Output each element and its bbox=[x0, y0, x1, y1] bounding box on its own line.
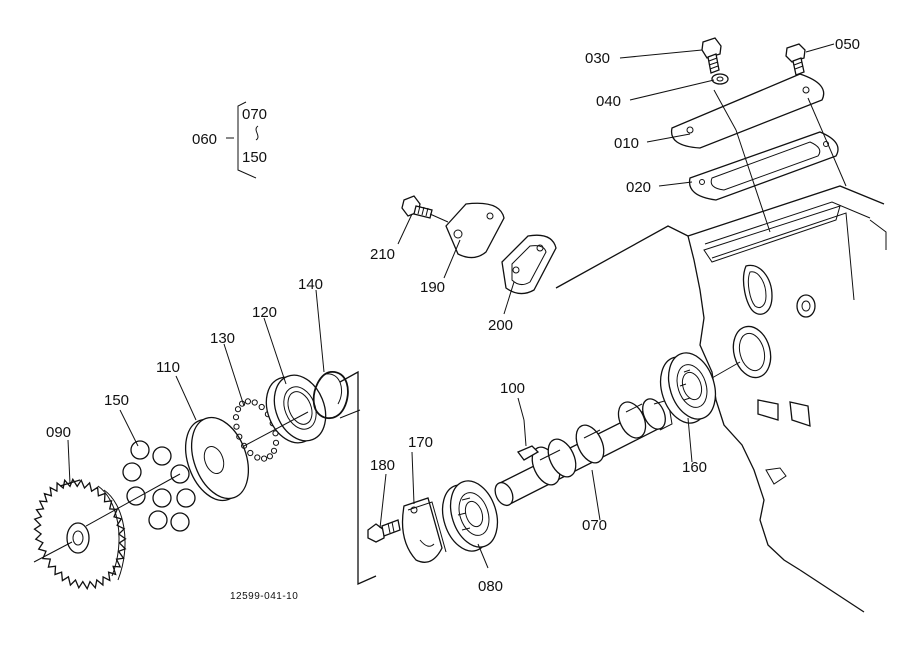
label-210: 210 bbox=[370, 246, 395, 263]
bearing-ball bbox=[254, 454, 261, 461]
label-080: 080 bbox=[478, 578, 503, 595]
bearing-ball bbox=[234, 406, 242, 413]
label-060: 060 bbox=[192, 131, 217, 148]
bearing-080 bbox=[441, 480, 499, 552]
label-030: 030 bbox=[585, 50, 610, 67]
bolt-180 bbox=[367, 519, 401, 543]
bearing-ball bbox=[244, 398, 251, 405]
label-160: 160 bbox=[682, 459, 707, 476]
bolt-030 bbox=[701, 37, 722, 74]
label-020: 020 bbox=[626, 179, 651, 196]
bolt-210 bbox=[401, 195, 433, 219]
bearing-ball bbox=[241, 442, 248, 449]
gasket-020 bbox=[688, 131, 839, 201]
holder-170 bbox=[401, 497, 447, 563]
bearing-ball bbox=[261, 455, 268, 462]
label-200: 200 bbox=[488, 317, 513, 334]
cover-plate-010 bbox=[670, 73, 825, 149]
bearing-ball bbox=[270, 447, 278, 454]
leader-lines bbox=[67, 43, 835, 569]
bearing-ball bbox=[272, 439, 280, 446]
bearing-ball bbox=[236, 433, 243, 440]
group-bracket bbox=[237, 101, 259, 179]
balls-150 bbox=[122, 440, 196, 532]
label-120: 120 bbox=[252, 304, 277, 321]
group-top-070: 070 bbox=[242, 106, 267, 123]
circlip-140 bbox=[312, 371, 349, 419]
label-040: 040 bbox=[596, 93, 621, 110]
washer-040 bbox=[711, 73, 729, 85]
label-150: 150 bbox=[104, 392, 129, 409]
bearing-ball bbox=[232, 414, 240, 421]
label-130: 130 bbox=[210, 330, 235, 347]
part-labels: 030 040 010 020 050 060 070 150 210 190 … bbox=[46, 36, 860, 602]
label-170: 170 bbox=[408, 434, 433, 451]
plate-110 bbox=[185, 416, 249, 502]
bolt-050 bbox=[785, 43, 806, 76]
plate-190 bbox=[445, 202, 505, 259]
label-100: 100 bbox=[500, 380, 525, 397]
group-bottom-150: 150 bbox=[242, 149, 267, 166]
label-090: 090 bbox=[46, 424, 71, 441]
label-110: 110 bbox=[156, 359, 180, 376]
bearing-120 bbox=[265, 374, 327, 444]
label-140: 140 bbox=[298, 276, 323, 293]
bearing-160 bbox=[659, 352, 717, 424]
label-070: 070 bbox=[582, 517, 607, 534]
label-010: 010 bbox=[614, 135, 639, 152]
camshaft-070 bbox=[494, 398, 673, 507]
key-100 bbox=[516, 445, 540, 461]
ball-ring-130 bbox=[232, 398, 280, 462]
gasket-200 bbox=[501, 234, 557, 295]
bearing-ball bbox=[251, 399, 258, 406]
label-190: 190 bbox=[420, 279, 445, 296]
bearing-ball bbox=[266, 453, 273, 460]
drawing-code: 12599-041-10 bbox=[230, 591, 298, 602]
bearing-ball bbox=[233, 423, 240, 430]
gear-090 bbox=[33, 477, 127, 591]
label-050: 050 bbox=[835, 36, 860, 53]
bearing-ball bbox=[258, 403, 265, 411]
label-180: 180 bbox=[370, 457, 395, 474]
engine-housing bbox=[687, 185, 887, 613]
bearing-ball bbox=[247, 449, 254, 457]
